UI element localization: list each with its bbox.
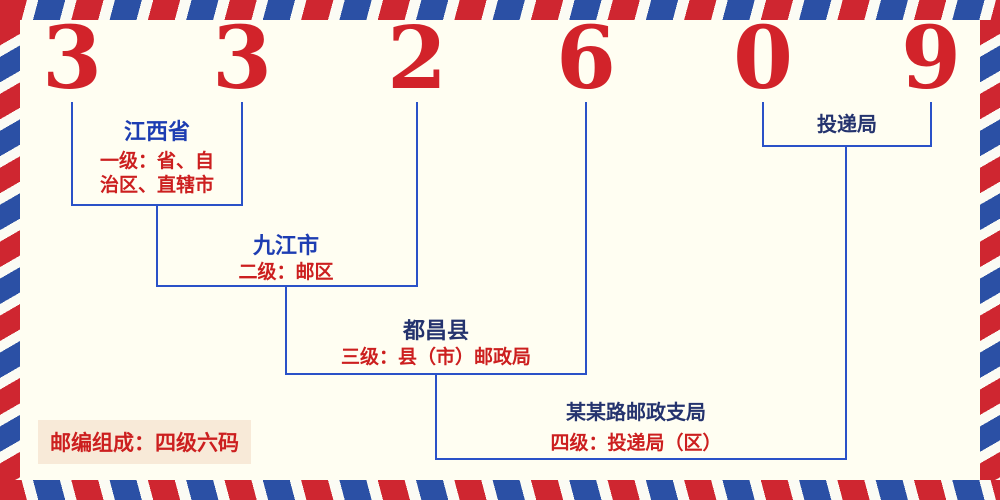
level2-name: 九江市	[252, 234, 320, 259]
airmail-border-right	[980, 20, 1000, 480]
postal-digit-3: 2	[387, 8, 447, 109]
postal-digit-4: 6	[556, 8, 616, 109]
delivery-office-label: 投递局	[817, 112, 877, 136]
airmail-border-bottom	[0, 480, 1000, 500]
composition-note: 邮编组成：四级六码	[38, 420, 251, 464]
level3-name: 都昌县	[402, 319, 470, 344]
level1-name: 江西省	[123, 120, 191, 145]
airmail-border-left	[0, 20, 20, 480]
level1-desc-line1: 一级：省、自	[99, 150, 215, 172]
postal-digit-6: 9	[901, 8, 961, 109]
level4-name: 某某路邮政支局	[566, 400, 706, 424]
level2-desc: 二级：邮区	[238, 261, 334, 283]
bracket-level4	[435, 146, 847, 460]
airmail-border-top	[0, 0, 1000, 20]
postal-digit-5: 0	[733, 8, 793, 109]
level4-desc: 四级：投递局（区）	[550, 432, 722, 454]
bracket-delivery	[762, 102, 932, 147]
postal-digit-1: 3	[42, 8, 102, 109]
postal-digit-2: 3	[212, 8, 272, 109]
level3-desc: 三级：县（市）邮政局	[340, 346, 532, 368]
level1-desc-line2: 治区、直辖市	[99, 174, 215, 196]
